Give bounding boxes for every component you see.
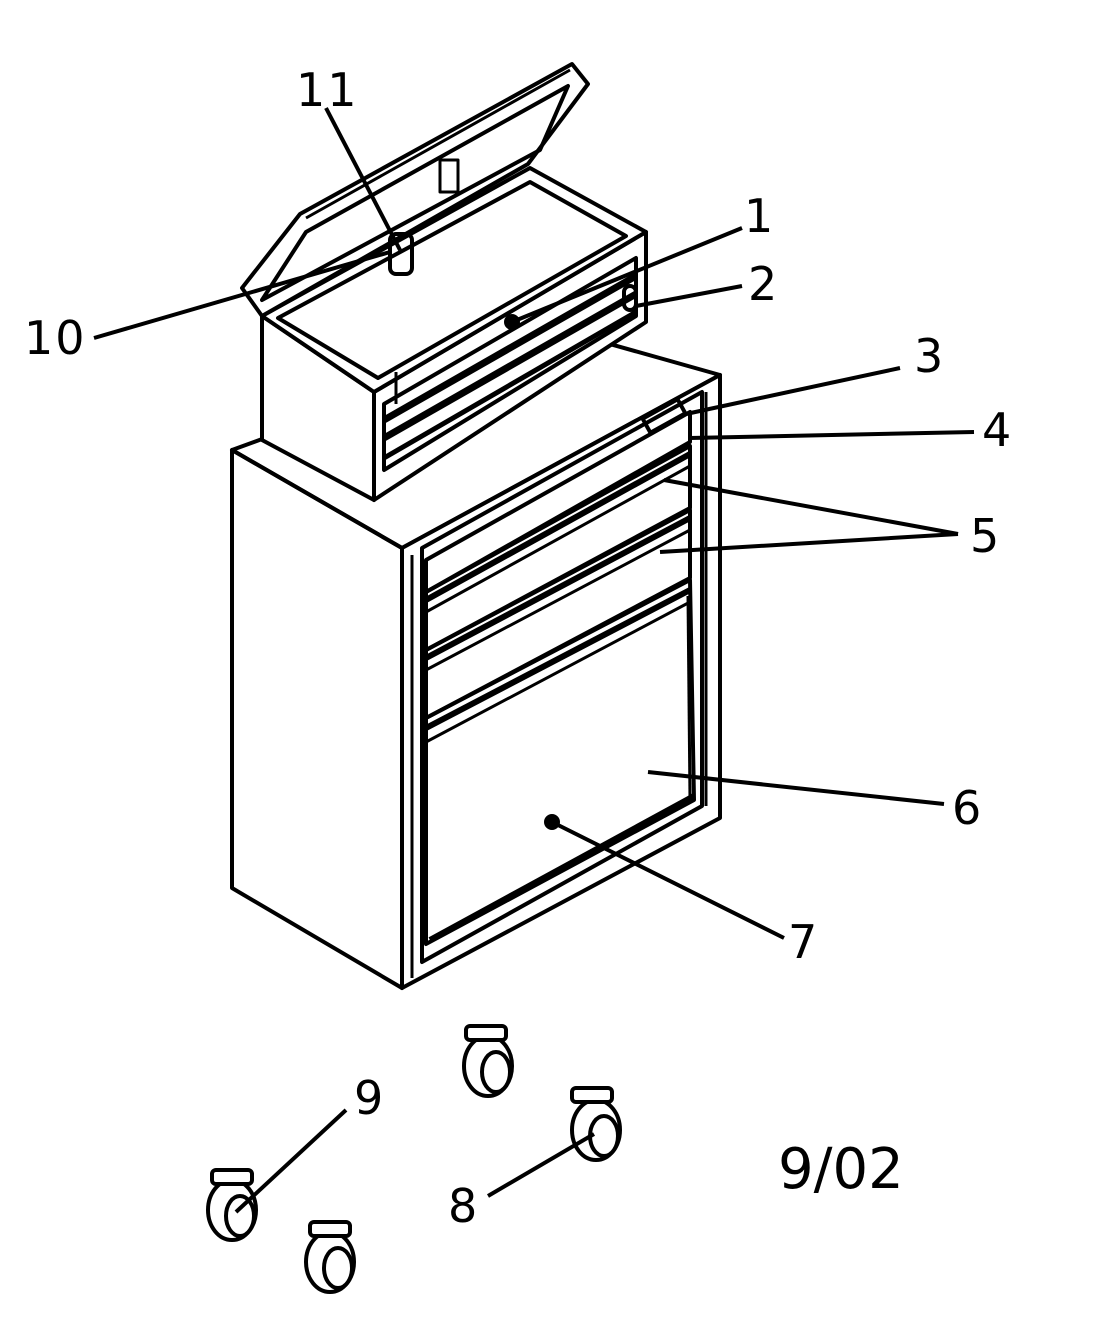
- leader-line-10: [93, 250, 391, 340]
- callout-7: 7: [788, 915, 819, 969]
- callout-11: 11: [296, 63, 359, 117]
- casters: [206, 1024, 622, 1294]
- leader-line-6: [647, 770, 945, 806]
- lower-cabinet: [230, 328, 722, 990]
- callout-1: 1: [744, 189, 775, 243]
- chest-lid: [240, 62, 590, 318]
- callout-9: 9: [354, 1071, 385, 1125]
- callout-6: 6: [952, 781, 983, 835]
- cabinet-side-panel: [230, 448, 404, 990]
- leader-line-11: [324, 107, 402, 251]
- drawer-middle: [424, 508, 692, 720]
- drawer-top-handle: [640, 397, 688, 435]
- callout-2: 2: [748, 257, 779, 311]
- cabinet-front-inner: [420, 390, 704, 964]
- leader-line-5a: [663, 478, 959, 536]
- drawer-top-narrow: [424, 410, 692, 594]
- leader-line-9: [234, 1108, 348, 1214]
- chest-tray: [260, 166, 648, 394]
- top-chest: [240, 62, 648, 502]
- caster-rear-left: [462, 1024, 514, 1098]
- caster-rear-right: [570, 1086, 622, 1162]
- leader-line-1: [511, 226, 743, 324]
- leader-line-5b: [659, 532, 959, 554]
- drawer-upper: [424, 444, 692, 652]
- leader-line-7: [551, 820, 785, 940]
- leader-line-3: [685, 366, 901, 416]
- callout-8: 8: [448, 1179, 479, 1233]
- leader-lines: [93, 107, 975, 1214]
- callout-3: 3: [914, 329, 945, 383]
- leader-line-4: [689, 430, 975, 440]
- caster-front-left: [206, 1168, 258, 1242]
- callout-10: 10: [24, 311, 87, 365]
- callout-labels: 1 2 3 4 5 6 7 8 9 10 11: [24, 63, 1013, 1233]
- leader-line-2: [635, 284, 743, 308]
- drawer-bottom-large: [424, 578, 696, 946]
- date-code: 9/02: [778, 1137, 904, 1202]
- leader-line-8: [486, 1132, 596, 1198]
- caster-front-right: [304, 1220, 356, 1294]
- callout-5: 5: [970, 509, 1001, 563]
- callout-4: 4: [982, 403, 1013, 457]
